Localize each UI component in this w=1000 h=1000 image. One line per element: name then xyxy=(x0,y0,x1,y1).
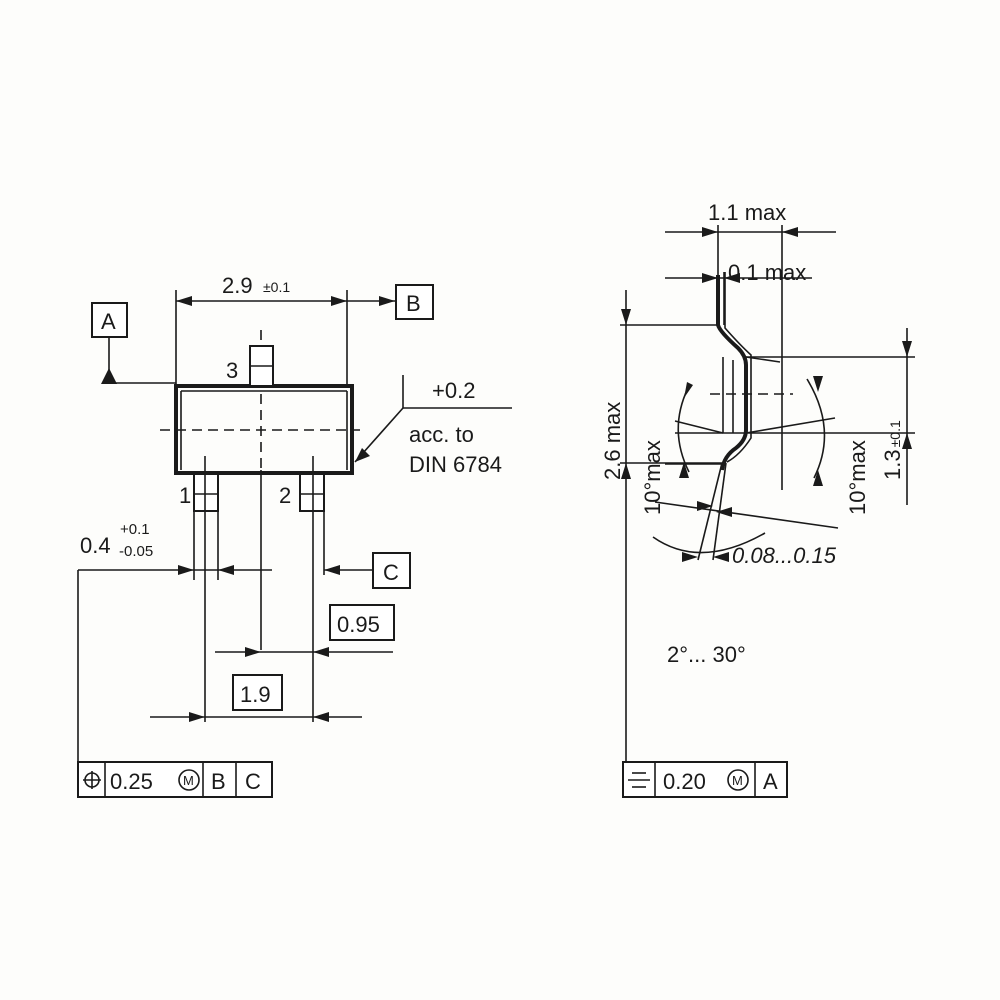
note-tolerance: +0.2 xyxy=(432,378,475,403)
lead-profile xyxy=(716,275,748,471)
lead-width-value: 0.4 xyxy=(80,533,111,558)
height-max: 1.1 max xyxy=(708,200,786,225)
standoff-max: 0.1 max xyxy=(728,260,806,285)
position-tolerance: 0.25 xyxy=(110,769,153,794)
dimension-arrowhead xyxy=(713,552,729,562)
symmetry-icon xyxy=(628,772,650,788)
overall-max: 2.6 max xyxy=(600,402,625,480)
lead-width-tol-minus: -0.05 xyxy=(119,543,153,560)
draft-left: 10°max xyxy=(640,440,665,515)
lead-angle-arc xyxy=(652,532,766,554)
pitch-box xyxy=(329,604,395,641)
width-dimension: 2.9 xyxy=(222,273,253,298)
symmetry-datum: A xyxy=(763,769,778,794)
side-view: 1.1 max 0.1 max 10°max 10°max 0.08...0.1… xyxy=(600,200,915,798)
mmc-icon xyxy=(178,769,200,791)
pitch-double-value: 1.9 xyxy=(240,682,271,707)
dimension-arrowhead xyxy=(813,470,823,486)
position-modifier: M xyxy=(183,773,194,788)
dimension-arrowhead xyxy=(679,462,689,478)
lead-width-tol-plus: +0.1 xyxy=(120,521,150,538)
pin-1-label: 1 xyxy=(179,483,191,508)
feature-control-frame-symmetry: 0.20 M A xyxy=(622,761,788,798)
datum-b: B xyxy=(406,291,421,316)
position-datum-1: B xyxy=(211,769,226,794)
pitch-double-box xyxy=(232,674,283,711)
lead-angle: 2°... 30° xyxy=(667,642,746,667)
note-line-1: acc. to xyxy=(409,422,474,447)
dimension-arrowhead xyxy=(682,552,698,562)
feature-control-frame-position: 0.25 M B C xyxy=(77,761,273,798)
datum-c: C xyxy=(383,560,399,585)
draft-right: 10°max xyxy=(845,440,870,515)
pin-2 xyxy=(299,473,325,512)
draft-arc-left xyxy=(677,387,690,473)
datum-a: A xyxy=(101,309,116,334)
position-icon xyxy=(83,771,101,789)
draft-arc-right xyxy=(806,378,826,479)
dimension-arrowhead xyxy=(813,376,823,392)
pin-2-label: 2 xyxy=(279,483,291,508)
note-line-2: DIN 6784 xyxy=(409,452,502,477)
body-width: 1.3±0.1 xyxy=(880,420,905,480)
symmetry-modifier: M xyxy=(732,773,743,788)
datum-c-box xyxy=(372,552,411,589)
lead-thickness: 0.08...0.15 xyxy=(732,543,837,568)
top-view: 3 1 2 2.9 ±0.1 B A +0.2 acc. to DIN 6784… xyxy=(77,273,512,798)
pin-1 xyxy=(193,473,219,512)
position-datum-2: C xyxy=(245,769,261,794)
dimension-arrowhead xyxy=(684,382,693,398)
pitch-value: 0.95 xyxy=(337,612,380,637)
mmc-icon xyxy=(727,769,749,791)
datum-b-box xyxy=(395,284,434,320)
symmetry-tolerance: 0.20 xyxy=(663,769,706,794)
datum-a-box xyxy=(91,302,128,338)
width-tolerance: ±0.1 xyxy=(263,279,290,295)
pin-3-label: 3 xyxy=(226,358,238,383)
